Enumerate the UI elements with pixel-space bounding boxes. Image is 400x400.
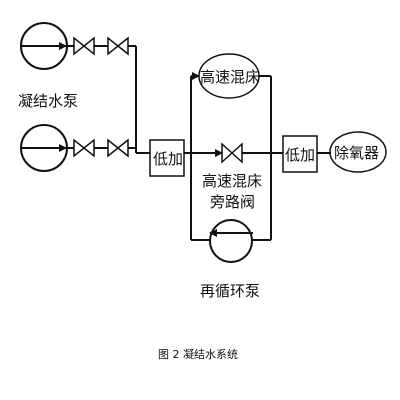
low-heater-1-box: [149, 139, 185, 177]
gate-valve-1a: [73, 36, 95, 56]
gate-valve-2b: [107, 138, 129, 158]
figure-caption: 图 2 凝结水系统: [158, 347, 238, 361]
low-heater-2-label: 低加: [285, 146, 315, 164]
deaerator-label: 除氧器: [334, 144, 379, 162]
gate-valve-1b: [107, 36, 129, 56]
bypass-valve: [221, 142, 243, 164]
recirculation-pump-label: 再循环泵: [200, 282, 260, 300]
bypass-valve-label-line1: 高速混床: [202, 172, 262, 190]
bypass-valve-label-line2: 旁路阀: [210, 193, 255, 211]
condensate-pump-2: [20, 124, 68, 172]
condensate-pump-1: [20, 22, 68, 70]
condensate-pump-label: 凝结水泵: [18, 92, 78, 110]
gate-valve-2a: [73, 138, 95, 158]
low-heater-1-label: 低加: [153, 150, 183, 168]
high-speed-mixed-bed-label: 高速混床: [200, 68, 260, 86]
deaerator: [329, 131, 387, 173]
recirculation-pump: [209, 219, 253, 263]
